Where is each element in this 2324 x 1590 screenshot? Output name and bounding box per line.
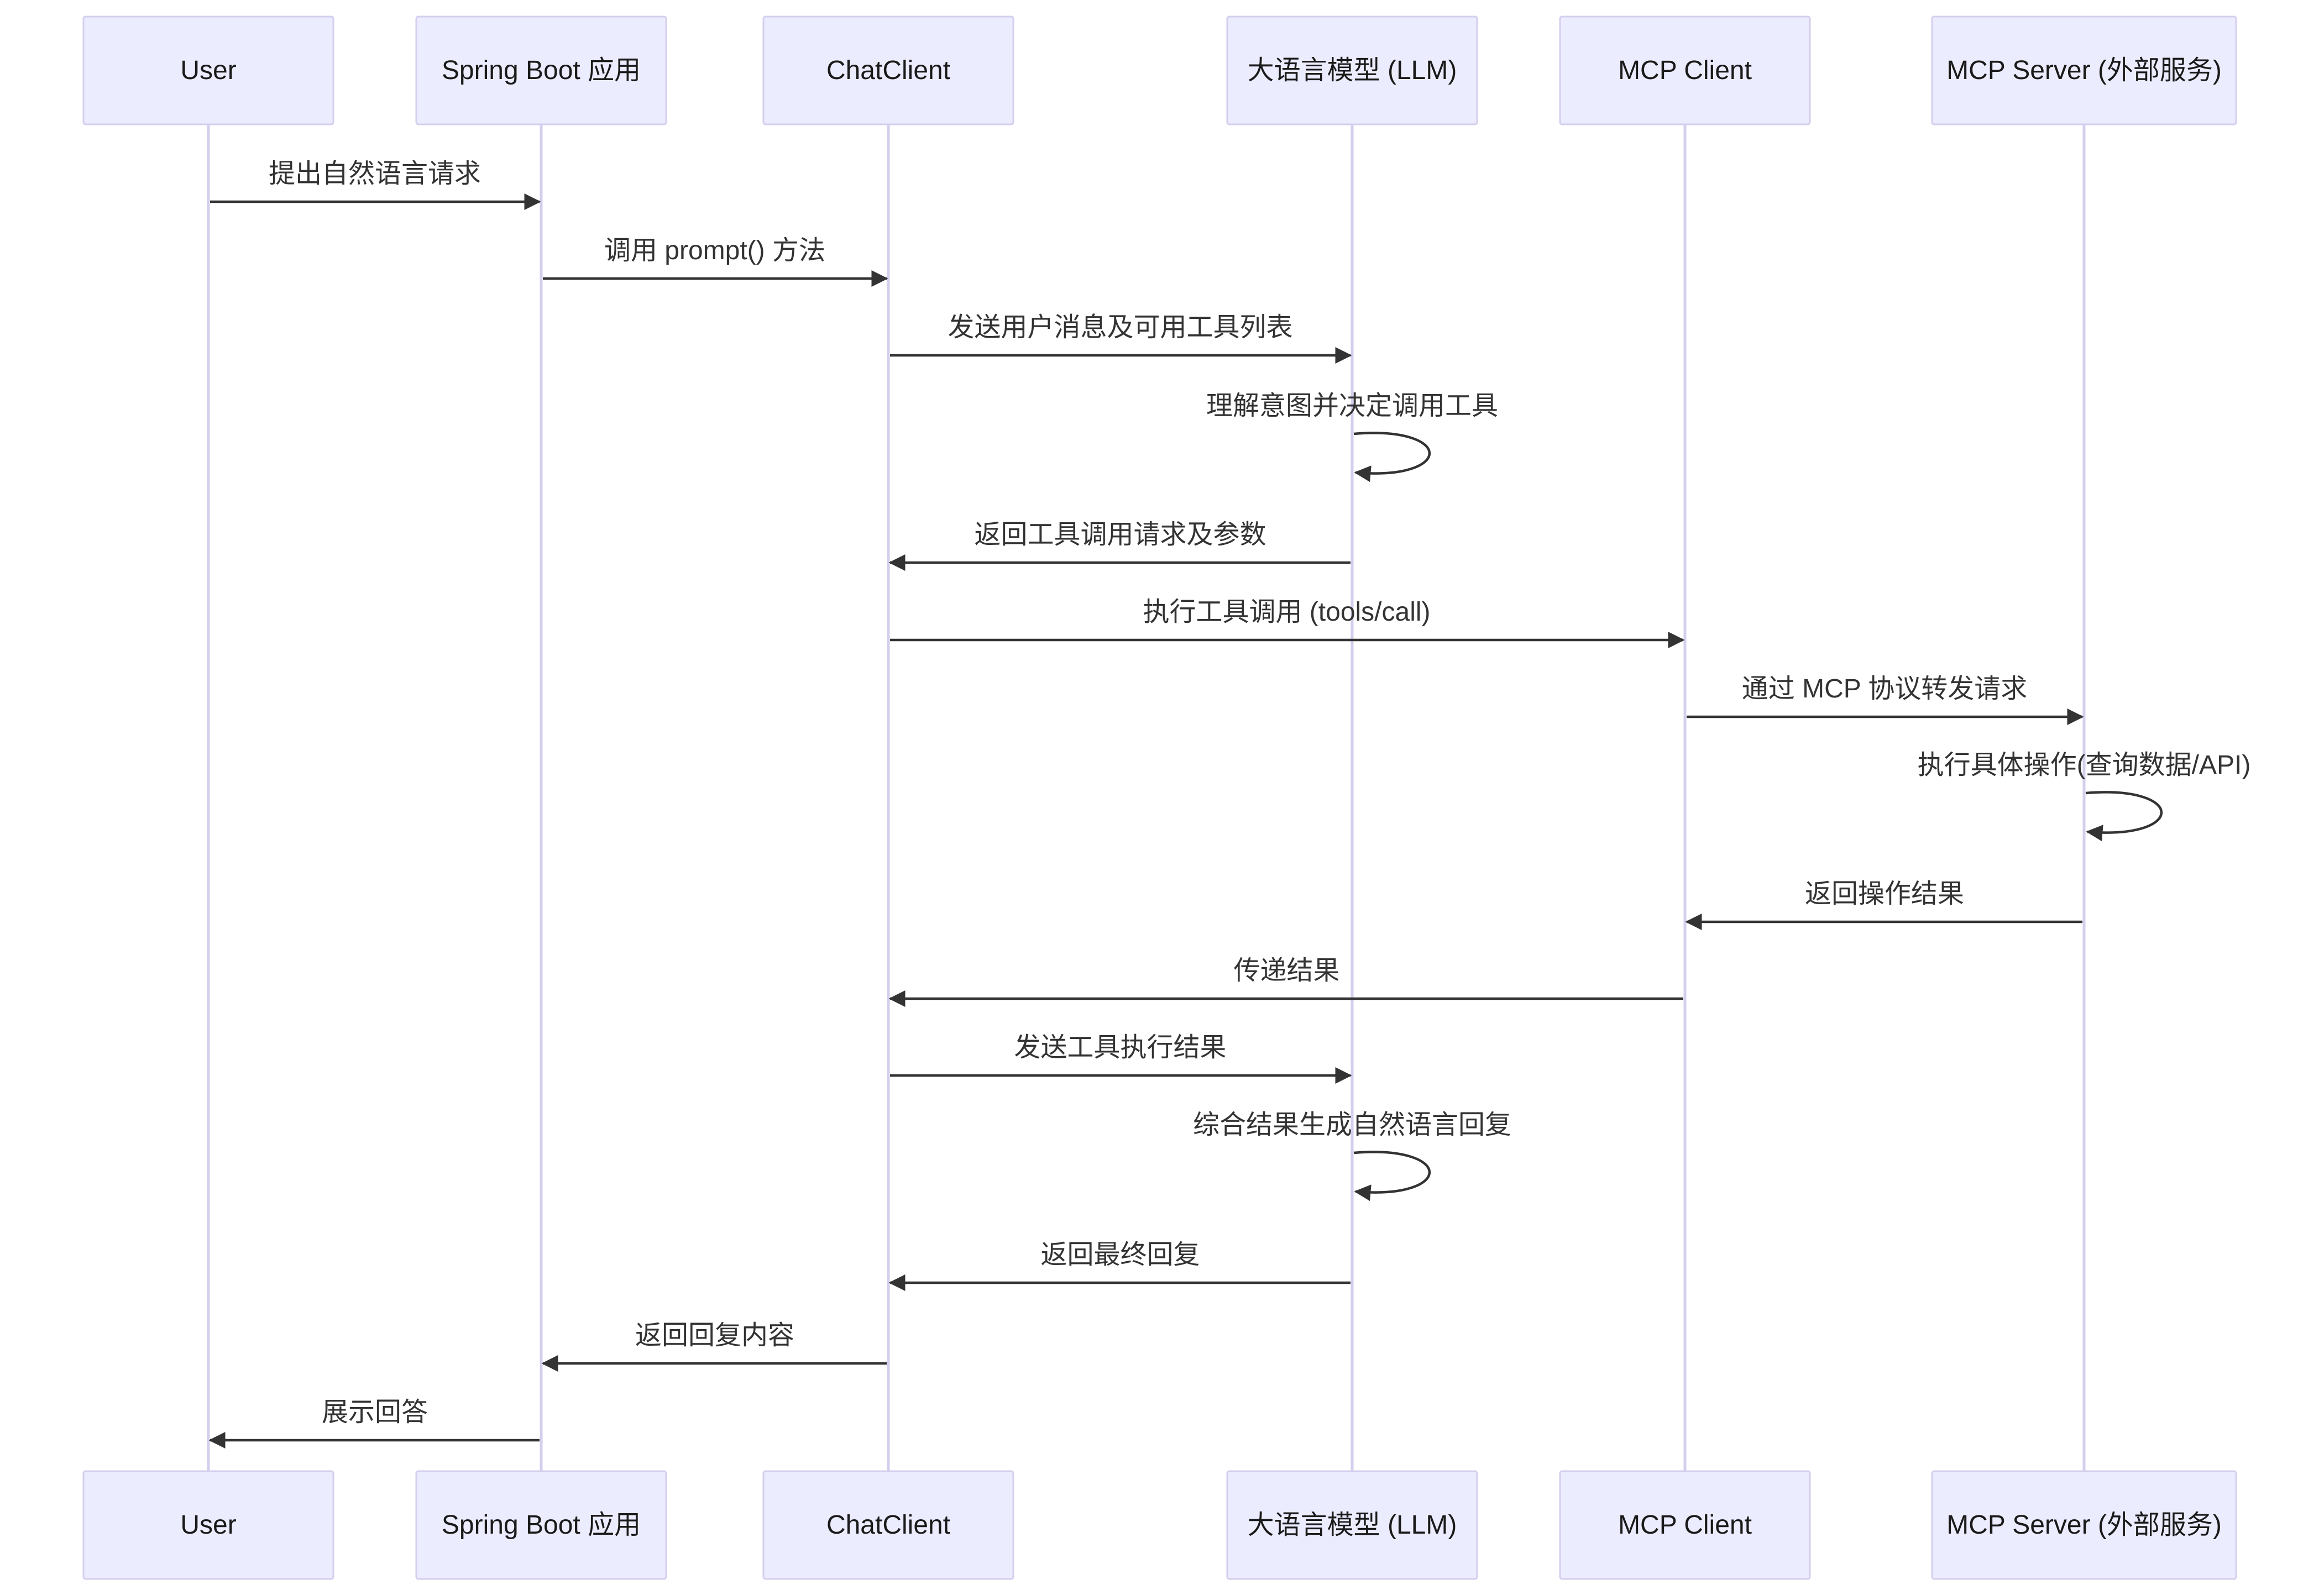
message-label: 返回回复内容: [635, 1321, 794, 1350]
participant-top-chat: ChatClient: [762, 15, 1014, 125]
message-12: 返回最终回复: [888, 1240, 1351, 1291]
participant-top-app: Spring Boot 应用: [415, 15, 667, 125]
message-10: 发送工具执行结果: [890, 1033, 1352, 1084]
self-message-arrow: [1353, 432, 1431, 482]
participant-box: [762, 15, 1014, 125]
message-9: 传递结果: [888, 956, 1683, 1007]
message-3: 理解意图并决定调用工具: [1206, 391, 1498, 482]
participant-box: [1559, 1470, 1811, 1580]
participant-bottom-mcpc: MCP Client: [1559, 1470, 1811, 1580]
message-13: 返回回复内容: [541, 1321, 887, 1372]
participant-box: [1226, 1470, 1478, 1580]
participant-bottom-mcps: MCP Server (外部服务): [1931, 1470, 2237, 1580]
message-8: 返回操作结果: [1685, 879, 2082, 930]
message-label: 返回操作结果: [1805, 879, 1964, 909]
participant-label: MCP Client: [1618, 56, 1752, 85]
participant-label: Spring Boot 应用: [442, 1510, 641, 1540]
participant-label: ChatClient: [826, 56, 950, 85]
participants-top: User Spring Boot 应用 ChatClient 大语言模型 (LLM) M…: [82, 15, 2237, 125]
participant-top-mcpc: MCP Client: [1559, 15, 1811, 125]
message-label: 展示回答: [322, 1398, 428, 1427]
message-6: 通过 MCP 协议转发请求: [1687, 674, 2084, 725]
message-label: 综合结果生成自然语言回复: [1193, 1110, 1511, 1140]
message-label: 执行具体操作(查询数据/API): [1918, 751, 2251, 780]
message-14: 展示回答: [208, 1398, 540, 1449]
participant-label: User: [180, 1510, 236, 1540]
participant-bottom-app: Spring Boot 应用: [415, 1470, 667, 1580]
participant-box: [1931, 15, 2237, 125]
message-2: 发送用户消息及可用工具列表: [890, 313, 1352, 364]
participant-box: [762, 1470, 1014, 1580]
message-label: 返回最终回复: [1040, 1240, 1200, 1269]
participant-label: MCP Client: [1618, 1510, 1752, 1540]
participant-label: Spring Boot 应用: [442, 56, 641, 85]
participant-bottom-chat: ChatClient: [762, 1470, 1014, 1580]
participant-top-user: User: [82, 15, 334, 125]
message-label: 发送工具执行结果: [1014, 1033, 1226, 1062]
participant-box: [1226, 15, 1478, 125]
participant-bottom-user: User: [82, 1470, 334, 1580]
participant-label: User: [180, 56, 236, 85]
participants-bottom: User Spring Boot 应用 ChatClient 大语言模型 (LLM) M…: [82, 1470, 2237, 1580]
self-message-arrow: [2085, 791, 2163, 842]
message-label: 理解意图并决定调用工具: [1206, 391, 1498, 421]
lifelines: [207, 124, 2086, 1471]
participant-label: ChatClient: [826, 1510, 950, 1540]
message-label: 提出自然语言请求: [269, 159, 481, 188]
message-7: 执行具体操作(查询数据/API): [1918, 751, 2251, 842]
participant-label: 大语言模型 (LLM): [1248, 56, 1457, 85]
message-label: 发送用户消息及可用工具列表: [948, 313, 1292, 342]
message-5: 执行工具调用 (tools/call): [890, 597, 1685, 648]
message-label: 执行工具调用 (tools/call): [1143, 597, 1430, 627]
message-0: 提出自然语言请求: [210, 159, 541, 210]
participant-top-mcps: MCP Server (外部服务): [1931, 15, 2237, 125]
message-label: 通过 MCP 协议转发请求: [1742, 674, 2027, 704]
message-11: 综合结果生成自然语言回复: [1193, 1110, 1511, 1201]
participant-label: MCP Server (外部服务): [1946, 1510, 2222, 1540]
message-label: 调用 prompt() 方法: [604, 236, 825, 265]
self-message-arrow: [1353, 1151, 1431, 1201]
message-label: 返回工具调用请求及参数: [974, 520, 1266, 549]
participant-label: MCP Server (外部服务): [1946, 56, 2222, 85]
participant-box: [415, 1470, 667, 1580]
participant-box: [82, 15, 334, 125]
message-4: 返回工具调用请求及参数: [888, 520, 1351, 571]
participant-bottom-llm: 大语言模型 (LLM): [1226, 1470, 1478, 1580]
participant-top-llm: 大语言模型 (LLM): [1226, 15, 1478, 125]
participant-box: [415, 15, 667, 125]
participant-label: 大语言模型 (LLM): [1248, 1510, 1457, 1540]
message-label: 传递结果: [1233, 956, 1339, 985]
message-1: 调用 prompt() 方法: [543, 236, 888, 287]
participant-box: [1931, 1470, 2237, 1580]
participant-box: [1559, 15, 1811, 125]
participant-box: [82, 1470, 334, 1580]
